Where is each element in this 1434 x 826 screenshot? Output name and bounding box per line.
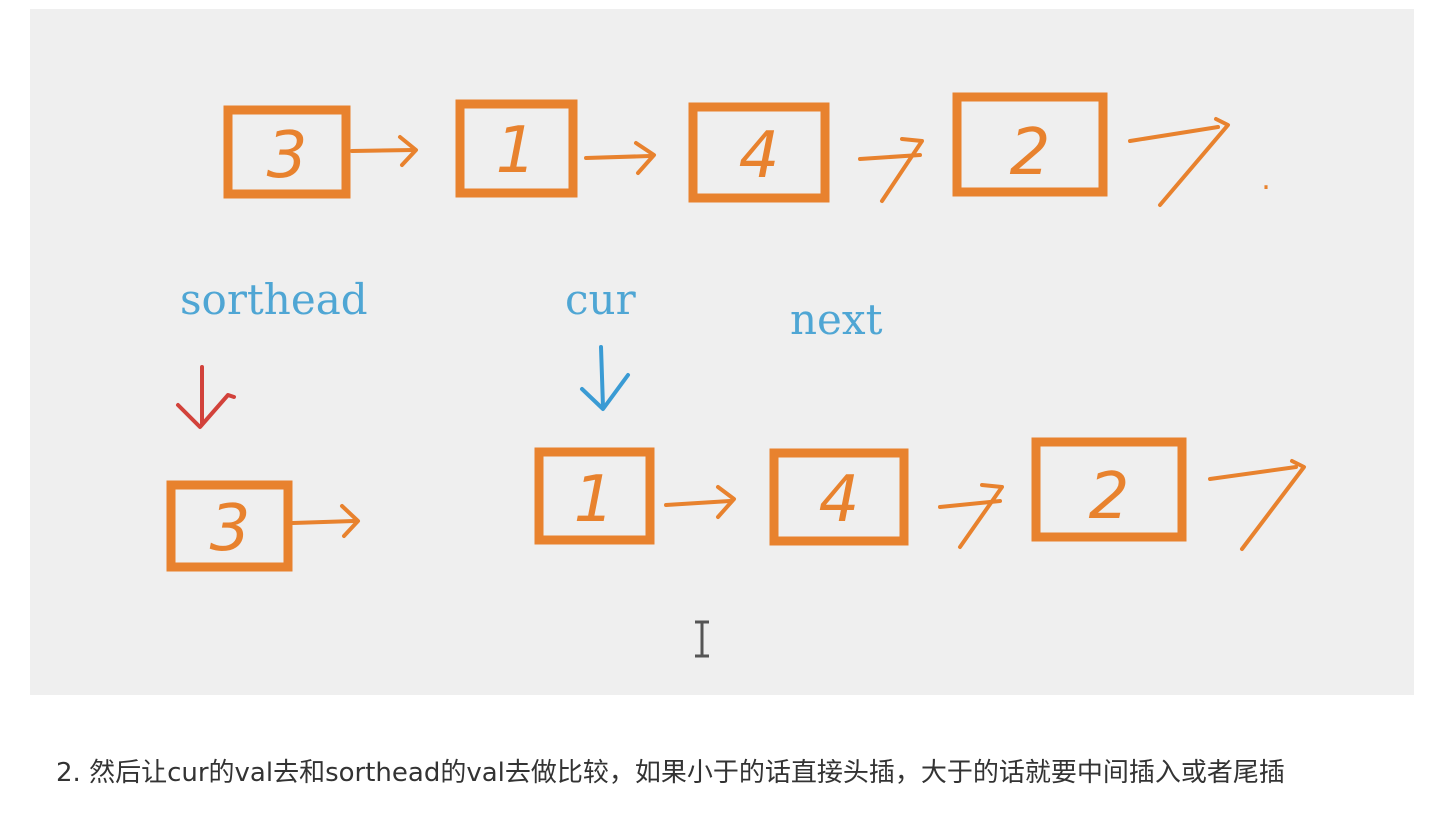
top-node-box-1	[223, 105, 351, 199]
bottom-arrow-2	[938, 483, 1004, 549]
bottom-node-value-1: 1	[574, 463, 615, 537]
diagram-board: 3 1 4 2 3 1 4 2 . sorthead cur next	[30, 9, 1414, 695]
bottom-node-box-1	[534, 447, 655, 545]
top-arrow-3	[858, 137, 924, 203]
top-node-value-2: 1	[496, 114, 537, 188]
cur-label: cur	[565, 275, 637, 324]
bottom-arrow-sorted	[291, 504, 360, 538]
bottom-node-box-3	[1031, 437, 1187, 542]
caption-text: 2. 然后让cur的val去和sorthead的val去做比较，如果小于的话直接…	[56, 758, 1285, 788]
bottom-arrow-3	[1208, 459, 1306, 551]
top-arrow-1	[350, 135, 418, 167]
sorthead-label: sorthead	[180, 275, 368, 324]
top-node-box-3	[688, 102, 830, 203]
top-node-value-4: 2	[1010, 116, 1051, 190]
bottom-node-box-sorted-1	[166, 480, 293, 572]
linked-list-diagram: 3 1 4 2 3 1 4 2 . sorthead cur next	[166, 92, 1306, 658]
sorted-node-value-1: 3	[210, 492, 251, 566]
next-label: next	[790, 295, 883, 344]
top-node-box-4	[952, 92, 1108, 197]
top-node-box-2	[455, 99, 578, 198]
bottom-arrow-1	[664, 485, 736, 519]
top-node-value-1: 3	[267, 119, 308, 193]
cur-pointer-arrow	[580, 345, 630, 411]
trailing-dot: .	[1261, 162, 1271, 197]
sorthead-pointer-arrow	[176, 365, 236, 429]
top-arrow-2	[584, 141, 656, 175]
bottom-node-value-3: 2	[1089, 460, 1130, 534]
top-arrow-4	[1128, 117, 1230, 207]
text-cursor-icon	[695, 620, 709, 658]
bottom-node-box-2	[769, 448, 909, 546]
top-node-value-3: 4	[739, 119, 780, 193]
bottom-node-value-2: 4	[819, 463, 860, 537]
